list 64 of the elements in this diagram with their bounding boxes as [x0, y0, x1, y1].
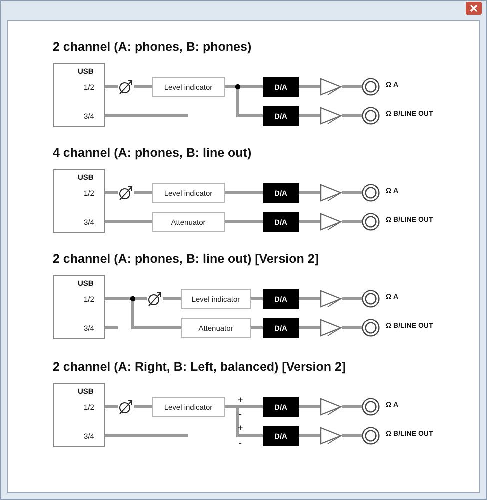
usb-box: [53, 383, 105, 447]
signal-line: [342, 298, 362, 300]
signal-line: [342, 406, 362, 408]
volume-knob-icon: [118, 79, 134, 95]
signal-line: [299, 406, 320, 408]
amplifier-triangle: [320, 213, 342, 231]
amplifier-triangle: [320, 107, 342, 125]
usb-box: [53, 275, 105, 339]
signal-line: [105, 86, 118, 88]
polarity-mark: +: [238, 424, 244, 433]
amplifier-triangle: [320, 427, 342, 445]
panel-title: 2 channel (A: phones, B: phones): [53, 40, 252, 54]
signal-line: [299, 86, 320, 88]
signal-line: [299, 220, 320, 224]
output-jack-icon: [362, 290, 380, 308]
output-jack-icon: [362, 398, 380, 416]
volume-knob-icon: [118, 185, 134, 201]
polarity-mark: -: [239, 410, 242, 419]
panel-title: 4 channel (A: phones, B: line out): [53, 146, 252, 160]
signal-line: [251, 298, 263, 300]
amplifier-triangle: [320, 290, 342, 308]
signal-line: [342, 86, 362, 88]
signal-line: [134, 86, 152, 88]
volume-knob-icon: [118, 399, 134, 415]
signal-line: [105, 114, 188, 118]
panel-title: 2 channel (A: Right, B: Left, balanced) [Version 2]: [53, 360, 346, 374]
signal-line: [342, 434, 362, 438]
signal-line: [251, 326, 263, 330]
signal-line: [225, 192, 263, 194]
amplifier-triangle: [320, 78, 342, 96]
polarity-mark: -: [239, 439, 242, 448]
signal-line: [105, 192, 118, 194]
signal-line: [299, 114, 320, 118]
polarity-mark: +: [238, 396, 244, 405]
signal-line: [299, 298, 320, 300]
output-jack-icon: [362, 213, 380, 231]
signal-line: [105, 406, 118, 408]
output-jack-icon: [362, 427, 380, 445]
signal-line: [225, 220, 263, 224]
output-jack-icon: [362, 78, 380, 96]
amplifier-triangle: [320, 184, 342, 202]
signal-line: [134, 406, 152, 408]
signal-line: [342, 192, 362, 194]
amplifier-triangle: [320, 319, 342, 337]
signal-line: [105, 434, 188, 438]
signal-line: [342, 326, 362, 330]
usb-box: [53, 169, 105, 233]
amplifier-triangle: [320, 398, 342, 416]
output-jack-icon: [362, 319, 380, 337]
usb-box: [53, 63, 105, 127]
signal-line: [342, 220, 362, 224]
signal-line: [134, 192, 152, 194]
panel-title: 2 channel (A: phones, B: line out) [Version 2]: [53, 252, 319, 266]
signal-line: [163, 298, 181, 300]
signal-line: [105, 326, 118, 330]
signal-line: [105, 220, 152, 224]
signal-line: [299, 434, 320, 438]
signal-line: [299, 326, 320, 330]
output-jack-icon: [362, 184, 380, 202]
volume-knob-icon: [147, 291, 163, 307]
output-jack-icon: [362, 107, 380, 125]
signal-line: [342, 114, 362, 118]
signal-line: [225, 406, 263, 438]
signal-line: [299, 192, 320, 194]
